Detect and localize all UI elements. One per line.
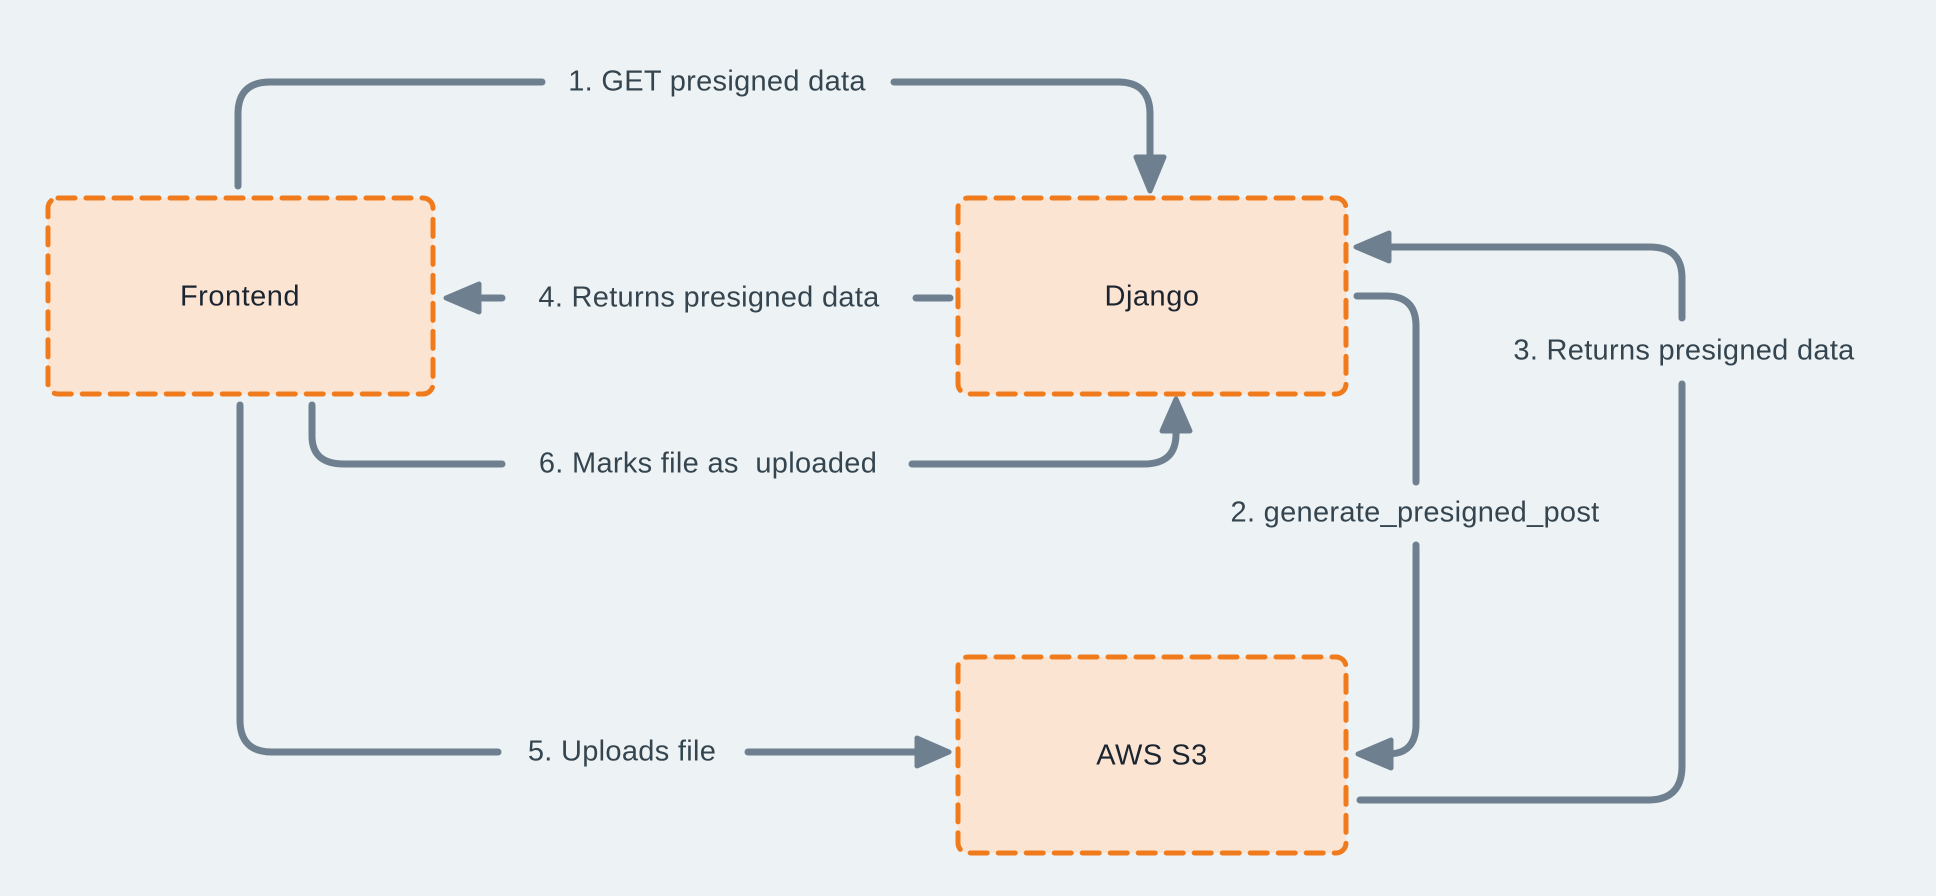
edge-label-generate-presigned-post: 2. generate_presigned_post [1230, 496, 1600, 529]
edge-1-line-start [234, 78, 546, 190]
edge-3-line-end [1388, 243, 1686, 322]
edge-6-line-start [308, 401, 506, 468]
node-box-aws-s3 [955, 654, 1349, 856]
node-box-django [955, 195, 1349, 397]
edge-6-arrowhead-up-icon [1159, 396, 1193, 434]
edge-1-arrowhead-down-icon [1133, 154, 1167, 194]
edge-4-arrowhead-left-icon [443, 281, 482, 315]
node-label-frontend: Frontend [179, 280, 301, 313]
node-label-django: Django [1104, 280, 1200, 313]
edge-2-line-end [1384, 541, 1420, 758]
edge-label-get-presigned-data: 1. GET presigned data [568, 65, 866, 98]
edge-label-marks-file-uploaded: 6. Marks file as uploaded [538, 447, 878, 480]
edge-label-returns-presigned-data-s3: 3. Returns presigned data [1513, 334, 1855, 367]
edge-label-returns-presigned-data-django: 4. Returns presigned data [538, 281, 880, 314]
edge-6-line-end [908, 428, 1180, 468]
edge-2-arrowhead-left-icon [1355, 737, 1394, 771]
edge-2-line-start [1353, 292, 1420, 486]
edge-5-line-start [236, 401, 502, 756]
edge-3-line-start [1356, 380, 1686, 804]
edge-1-line-end [890, 78, 1154, 160]
edge-label-uploads-file: 5. Uploads file [527, 735, 717, 768]
edge-5-arrowhead-right-icon [914, 735, 952, 769]
node-label-aws-s3: AWS S3 [1096, 739, 1208, 772]
node-box-frontend [45, 195, 436, 397]
edge-3-arrowhead-left-icon [1353, 230, 1392, 264]
